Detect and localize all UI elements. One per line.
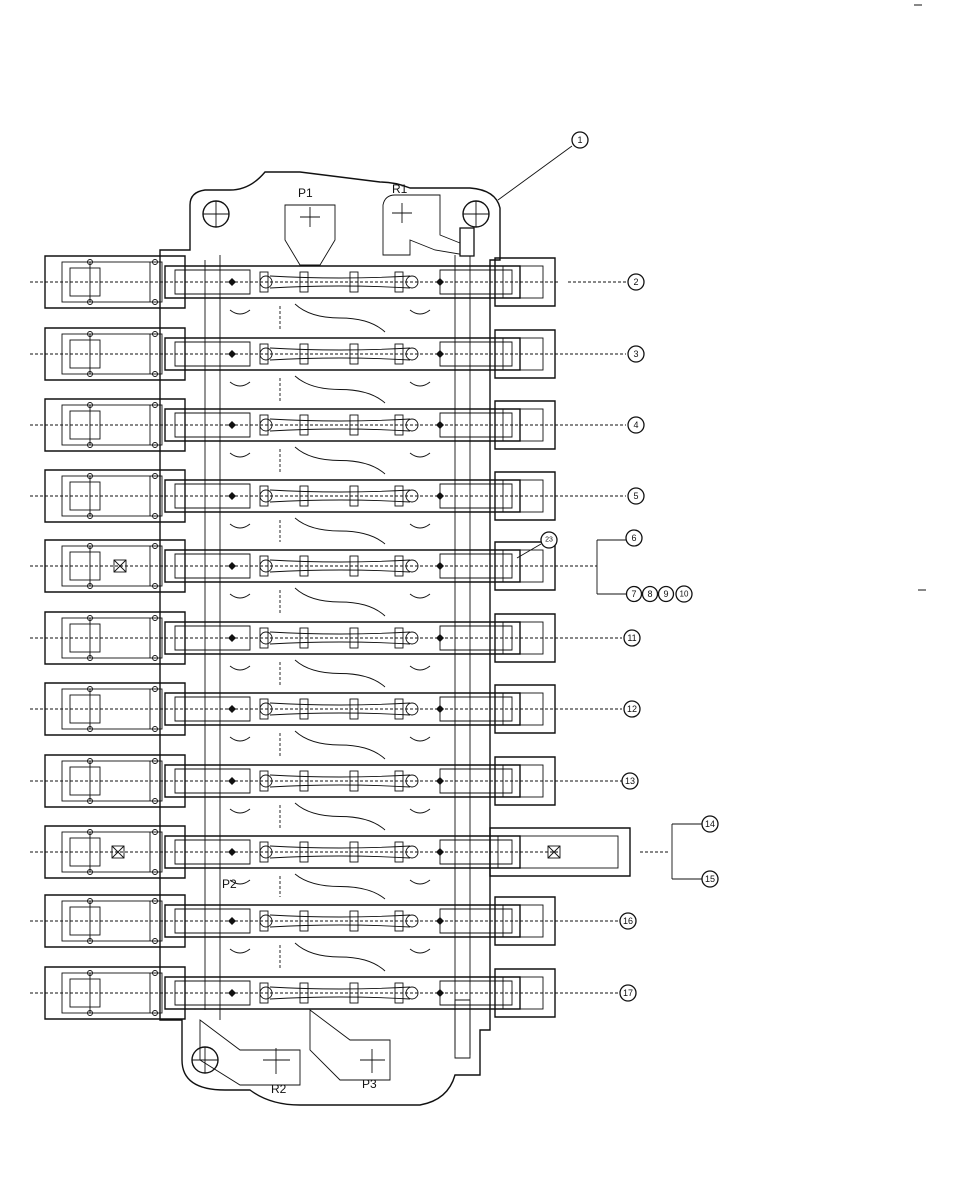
- svg-text:3: 3: [633, 349, 638, 359]
- spool-section: [30, 398, 560, 475]
- spool-section: [30, 611, 560, 688]
- svg-text:15: 15: [705, 874, 715, 884]
- callout-11: 11: [623, 629, 641, 647]
- callout-12: 12: [623, 700, 641, 718]
- svg-text:8: 8: [647, 589, 652, 599]
- callout-4: 4: [627, 416, 645, 434]
- callout-15: 15: [701, 870, 719, 888]
- port-label-p2: P2: [222, 877, 237, 891]
- spool-section: [30, 255, 560, 333]
- port-label-p3: P3: [362, 1077, 377, 1091]
- callout-8: 8: [641, 585, 659, 603]
- valve-body: [159, 171, 501, 1106]
- svg-text:13: 13: [625, 776, 635, 786]
- callout-7: 7: [625, 585, 643, 603]
- callout-leaders: [497, 4, 926, 994]
- callout-9: 9: [657, 585, 675, 603]
- callout-13: 13: [621, 772, 639, 790]
- svg-text:9: 9: [663, 589, 668, 599]
- spool-sections: [30, 255, 631, 1020]
- callout-23: 23: [540, 531, 558, 549]
- callout-10: 10: [675, 585, 693, 603]
- spool-section: [30, 894, 560, 972]
- port-label-r2: R2: [271, 1082, 287, 1096]
- callout-6: 6: [625, 529, 643, 547]
- svg-text:17: 17: [623, 988, 633, 998]
- spool-section: [30, 825, 631, 900]
- svg-text:5: 5: [633, 491, 638, 501]
- svg-text:16: 16: [623, 916, 633, 926]
- svg-text:23: 23: [545, 537, 553, 544]
- spool-section: [30, 682, 560, 760]
- svg-text:4: 4: [633, 420, 638, 430]
- svg-text:1: 1: [577, 135, 582, 145]
- svg-text:10: 10: [680, 590, 689, 599]
- port-label-p1: P1: [298, 186, 313, 200]
- spool-section: [30, 966, 560, 1020]
- callout-5: 5: [627, 487, 645, 505]
- callout-17: 17: [619, 984, 637, 1002]
- svg-text:14: 14: [705, 819, 715, 829]
- callout-1: 1: [571, 131, 589, 149]
- callout-3: 3: [627, 345, 645, 363]
- svg-text:7: 7: [631, 589, 636, 599]
- svg-text:11: 11: [627, 633, 636, 643]
- mount-holes: [191, 200, 490, 1074]
- spool-section: [30, 327, 560, 404]
- spool-section: [30, 754, 560, 831]
- svg-text:2: 2: [633, 277, 638, 287]
- callout-14: 14: [701, 815, 719, 833]
- port-label-r1: R1: [392, 182, 408, 196]
- spool-section: [30, 539, 560, 617]
- svg-text:6: 6: [631, 533, 636, 543]
- svg-text:12: 12: [627, 704, 637, 714]
- spool-section: [30, 469, 560, 545]
- callout-2: 2: [627, 273, 645, 291]
- callout-16: 16: [619, 912, 637, 930]
